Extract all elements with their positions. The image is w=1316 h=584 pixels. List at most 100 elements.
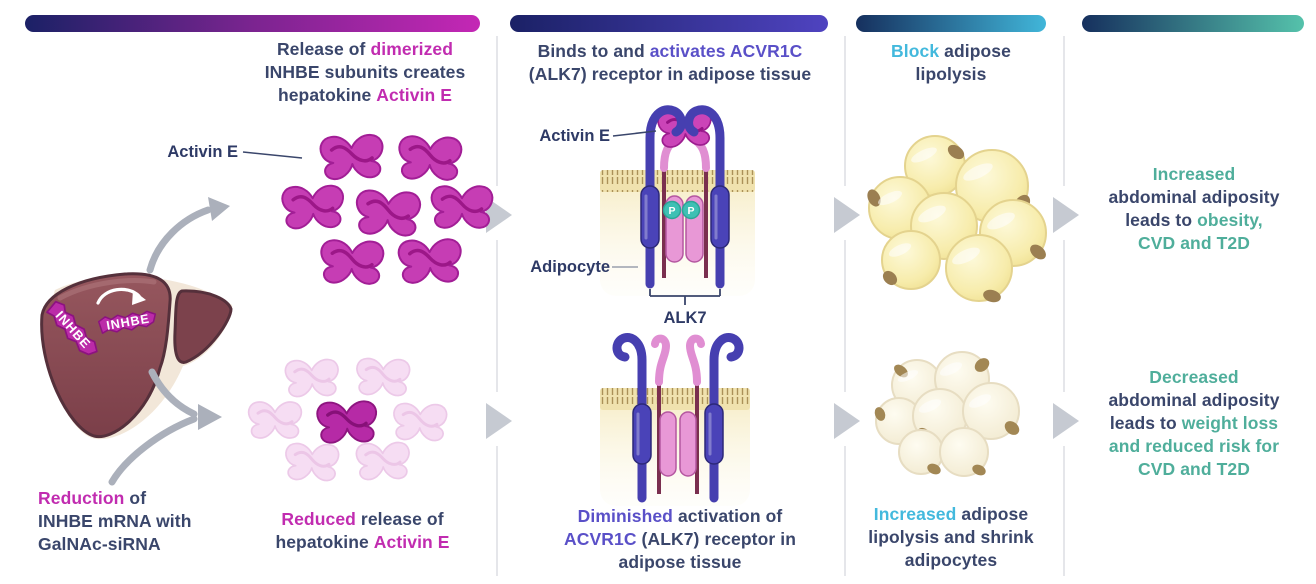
caption-text: adipose — [956, 504, 1029, 524]
caption-line: hepatokine Activin E — [245, 531, 480, 554]
activin-dimer-icon — [320, 239, 384, 285]
caption-text: adipose tissue — [618, 552, 742, 572]
activin-dimer-icon — [398, 135, 462, 181]
activin-dimer-faded-icon — [285, 359, 339, 397]
activin-dimer-icon — [319, 134, 385, 180]
flow-arrow-icon — [834, 403, 860, 439]
adipocytes-large — [867, 135, 1047, 303]
release-arrow-bottom-lower — [108, 415, 198, 486]
p-phosphate-icon — [662, 200, 682, 220]
activin-e-label: Activin E — [539, 127, 610, 145]
receptor-kinase-domain — [640, 185, 660, 249]
caption-accent: and reduced risk for — [1108, 436, 1280, 456]
alk7-label: ALK7 — [663, 309, 707, 327]
cell-membrane — [600, 388, 750, 410]
caption-text: release of — [355, 509, 444, 529]
alk7-bracket — [649, 289, 721, 305]
caption-line: CVD and T2D — [1078, 232, 1310, 255]
receptor-kinase-domain — [632, 403, 652, 465]
liver-right-lobe — [173, 289, 233, 364]
caption-accent: Reduction — [38, 488, 125, 508]
adipocytes-shrunken — [874, 351, 1020, 477]
caption-accent: ACVR1C — [564, 529, 637, 549]
caption-line: Diminished activation of — [525, 505, 835, 528]
caption-line: ACVR1C (ALK7) receptor in — [525, 528, 835, 551]
caption-line: Increased — [1078, 163, 1310, 186]
caption-line: INHBE mRNA with — [38, 510, 248, 533]
caption-text: (ALK7) receptor in — [636, 529, 796, 549]
header-accent: Activin E — [376, 85, 453, 105]
caption-line: leads to weight loss — [1078, 412, 1310, 435]
caption-text: of — [124, 488, 147, 508]
caption-accent: CVD and T2D — [1138, 459, 1250, 479]
header-line: Release of dimerized — [180, 38, 550, 61]
activin-dimer-faded-icon — [356, 358, 410, 396]
activin-dimer-icon — [316, 400, 378, 444]
reduction-caption: Reduction of INHBE mRNA with GalNAc-siRN… — [38, 487, 248, 556]
caption-text: activation of — [672, 506, 783, 526]
caption-line: GalNAc-siRNA — [38, 533, 248, 556]
svg-text:P: P — [687, 205, 694, 217]
liver-release-arrows — [108, 206, 212, 486]
liver-highlight — [57, 278, 157, 301]
header-text: hepatokine — [277, 85, 377, 105]
stage2-header: Binds to and activates ACVR1C (ALK7) rec… — [505, 40, 835, 86]
receptor-kinase-domain — [710, 185, 730, 249]
type2-receptor-chains — [651, 334, 705, 494]
caption-line: Reduction of — [38, 487, 248, 510]
caption-line: abdominal adiposity — [1078, 186, 1310, 209]
flow-arrow-icon — [1053, 403, 1079, 439]
receptor-kinase-domain — [704, 403, 724, 465]
caption-text: INHBE mRNA with — [38, 511, 192, 531]
flow-arrow-icon — [486, 197, 512, 233]
activin-e-molecules-abundant — [281, 134, 493, 285]
flow-arrow-icon — [1053, 197, 1079, 233]
header-text: lipolysis — [915, 64, 987, 84]
release-arrowhead-icon — [198, 404, 222, 430]
stage-bar-1 — [25, 15, 480, 32]
caption-text: leads to — [1125, 210, 1198, 230]
caption-text: abdominal adiposity — [1108, 390, 1280, 410]
activin-dimer-faded-icon — [393, 403, 447, 441]
header-line: hepatokine Activin E — [180, 84, 550, 107]
receptor-kinase-domain — [679, 411, 697, 477]
stage-bar-3 — [856, 15, 1046, 32]
column-dividers — [496, 36, 1065, 576]
stage-bar-4 — [1082, 15, 1304, 32]
caption-text: GalNAc-siRNA — [38, 534, 161, 554]
activin-dimer-faded-icon — [285, 443, 339, 481]
stage-bar-2 — [510, 15, 828, 32]
header-accent: Block — [891, 41, 940, 61]
caption-line: leads to obesity, — [1078, 209, 1310, 232]
header-line: INHBE subunits creates — [180, 61, 550, 84]
adipocyte-label: Adipocyte — [530, 258, 610, 276]
release-arrow-top — [146, 206, 212, 274]
header-line: Binds to and activates ACVR1C — [505, 40, 835, 63]
caption-text: abdominal adiposity — [1108, 187, 1280, 207]
adipocyte-cell — [898, 429, 944, 475]
header-text: (ALK7) receptor in adipose tissue — [528, 64, 812, 84]
p-phosphate-icon — [681, 200, 701, 220]
caption-line: adipose tissue — [525, 551, 835, 574]
phosphate-icons: P P — [662, 200, 701, 220]
caption-text: lipolysis and shrink — [868, 527, 1034, 547]
header-line: (ALK7) receptor in adipose tissue — [505, 63, 835, 86]
caption-line: and reduced risk for — [1078, 435, 1310, 458]
caption-accent: obesity, — [1197, 210, 1263, 230]
receptor-kinase-domain — [659, 411, 677, 477]
caption-text: hepatokine — [275, 532, 374, 552]
caption-text: leads to — [1109, 413, 1182, 433]
caption-line: CVD and T2D — [1078, 458, 1310, 481]
caption-line: abdominal adiposity — [1078, 389, 1310, 412]
outcome-decreased-adiposity: Decreased abdominal adiposity leads to w… — [1078, 366, 1310, 481]
caption-line: adipocytes — [840, 549, 1062, 572]
diminished-caption: Diminished activation of ACVR1C (ALK7) r… — [525, 505, 835, 574]
label-line — [612, 130, 657, 137]
activin-dimer-icon — [431, 186, 493, 228]
outcome-increased-adiposity: Increased abdominal adiposity leads to o… — [1078, 163, 1310, 255]
receptor-activated: P P — [600, 105, 755, 305]
caption-accent: Diminished — [577, 506, 673, 526]
caption-line: Reduced release of — [245, 508, 480, 531]
